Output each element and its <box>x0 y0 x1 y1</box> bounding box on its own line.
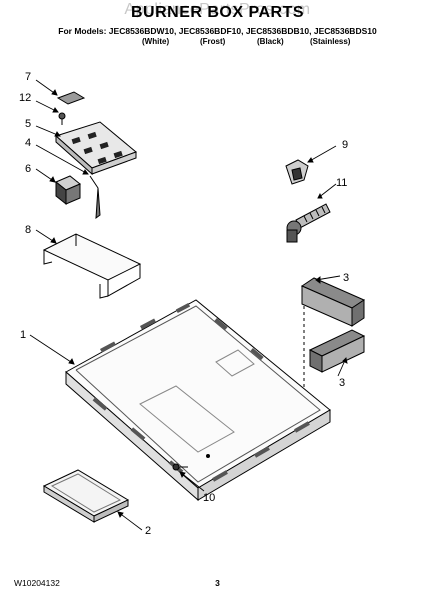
callout-1: 1 <box>20 329 26 341</box>
callout-7: 7 <box>25 71 31 83</box>
callout-12: 12 <box>19 92 31 104</box>
part-6-clip <box>55 175 81 206</box>
leader-lines <box>29 79 348 531</box>
finish-frost: (Frost) <box>200 37 226 46</box>
part-11-bolt <box>286 203 331 243</box>
callout-5: 5 <box>25 118 31 130</box>
page-title: BURNER BOX PARTS <box>130 4 305 21</box>
finish-stainless: (Stainless) <box>310 37 351 46</box>
watermark: AppliancePartsPros.com <box>124 1 311 18</box>
part-12-screw <box>58 112 66 125</box>
callout-10: 10 <box>203 492 215 504</box>
finish-white: (White) <box>142 37 170 46</box>
callout-4: 4 <box>25 137 31 149</box>
document-number: W10204132 <box>14 578 60 588</box>
part-4-wire-tie <box>89 175 101 220</box>
callout-6: 6 <box>25 163 31 175</box>
part-7-pad <box>56 91 86 105</box>
page-number: 3 <box>215 578 220 588</box>
part-2-tray <box>42 469 130 523</box>
finish-black: (Black) <box>257 37 284 46</box>
callout-11: 11 <box>336 177 347 189</box>
callout-8: 8 <box>25 224 31 236</box>
models-line: For Models: JEC8536BDW10, JEC8536BDF10, … <box>58 26 377 36</box>
part-3-insulation-lower <box>308 329 366 373</box>
part-9-clip <box>285 159 309 185</box>
callout-3-upper: 3 <box>343 272 349 284</box>
callout-2: 2 <box>145 525 151 537</box>
part-10-screw <box>172 463 188 471</box>
part-8-bracket <box>42 233 142 299</box>
callout-3-lower: 3 <box>339 377 345 389</box>
callout-9: 9 <box>342 139 348 151</box>
part-5-module <box>55 121 137 176</box>
part-1-burner-box <box>65 299 331 502</box>
part-3-insulation-upper <box>300 277 366 327</box>
